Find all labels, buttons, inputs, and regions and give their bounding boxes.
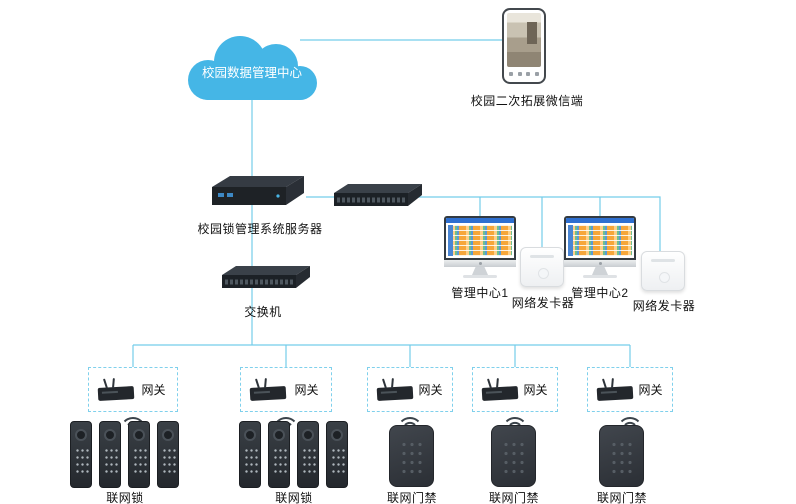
monitor-screen (444, 216, 516, 260)
gateway-device (97, 378, 135, 401)
dashboard-grid (568, 225, 632, 256)
wechat-phone-device (502, 8, 546, 84)
lock-group-2-label: 联网锁 (275, 491, 313, 504)
networked-lock (70, 421, 92, 488)
cloud-label: 校园数据管理中心 (201, 66, 302, 80)
card-issuer-2-label: 网络发卡器 (632, 299, 696, 313)
door-access-1-label: 联网门禁 (386, 491, 437, 504)
networked-lock (297, 421, 319, 488)
gateway-4-label: 网关 (523, 383, 548, 397)
gateway-2-label: 网关 (294, 383, 319, 397)
cloud-data-center: 校园数据管理中心 (178, 28, 326, 108)
card-issuer-1-device (520, 247, 564, 287)
gateway-box-1: 网关 (88, 367, 178, 412)
mgmt-center-2-monitor (564, 216, 636, 278)
card-issuer-2-device (641, 251, 685, 291)
wechat-label: 校园二次拓展微信端 (470, 94, 584, 108)
door-access-device (389, 425, 434, 487)
gateway-device (596, 378, 634, 401)
gateway-5-label: 网关 (638, 383, 663, 397)
phone-app-bar (507, 70, 541, 78)
gateway-device (481, 378, 519, 401)
gateway-box-5: 网关 (587, 367, 673, 412)
monitor-screen (564, 216, 636, 260)
mgmt-center-1-monitor (444, 216, 516, 278)
networked-lock (239, 421, 261, 488)
door-access-3-label: 联网门禁 (596, 491, 647, 504)
switch-label: 交换机 (244, 305, 282, 319)
gateway-device (376, 378, 414, 401)
networked-lock (157, 421, 179, 488)
gateway-box-4: 网关 (472, 367, 558, 412)
mgmt-center-2-label: 管理中心2 (571, 286, 629, 300)
server-device (212, 176, 304, 205)
networked-lock (326, 421, 348, 488)
cloud-icon (188, 36, 317, 100)
networked-lock (128, 421, 150, 488)
core-switch-device (334, 184, 422, 206)
door-access-device (491, 425, 536, 487)
gateway-box-2: 网关 (240, 367, 332, 412)
lock-group-1-label: 联网锁 (106, 491, 144, 504)
gateway-3-label: 网关 (418, 383, 443, 397)
access-switch-device (222, 266, 310, 288)
gateway-device (249, 378, 287, 401)
door-access-2-label: 联网门禁 (488, 491, 539, 504)
gateway-box-3: 网关 (367, 367, 453, 412)
networked-lock (99, 421, 121, 488)
gateway-1-label: 网关 (141, 383, 166, 397)
door-access-device (599, 425, 644, 487)
networked-lock (268, 421, 290, 488)
phone-screen (507, 13, 541, 67)
mgmt-center-1-label: 管理中心1 (451, 286, 509, 300)
server-label: 校园锁管理系统服务器 (197, 222, 323, 236)
card-issuer-1-label: 网络发卡器 (511, 296, 575, 310)
dashboard-grid (448, 225, 512, 256)
